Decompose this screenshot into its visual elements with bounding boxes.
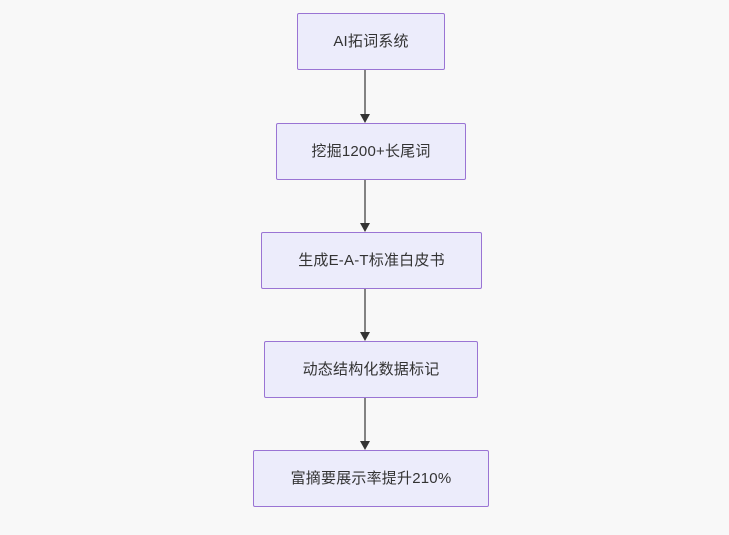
flowchart-node-3[interactable]: 生成E-A-T标准白皮书 (261, 232, 482, 289)
connector-arrow-4 (359, 398, 371, 450)
flowchart-node-5[interactable]: 富摘要展示率提升210% (253, 450, 489, 507)
flowchart-node-label: 挖掘1200+长尾词 (311, 143, 431, 160)
flowchart-node-2[interactable]: 挖掘1200+长尾词 (276, 123, 466, 180)
connector-arrow-1 (359, 70, 371, 123)
arrow-line-icon (360, 289, 370, 341)
flowchart-node-label: 富摘要展示率提升210% (290, 470, 452, 487)
flowchart-node-label: AI拓词系统 (333, 33, 409, 50)
arrow-line-icon (360, 180, 370, 232)
arrow-line-icon (360, 70, 370, 123)
flowchart-node-4[interactable]: 动态结构化数据标记 (264, 341, 478, 398)
flowchart-node-label: 生成E-A-T标准白皮书 (298, 252, 445, 269)
flowchart-node-label: 动态结构化数据标记 (302, 361, 440, 378)
arrow-line-icon (360, 398, 370, 450)
connector-arrow-2 (359, 180, 371, 232)
flowchart-node-1[interactable]: AI拓词系统 (297, 13, 445, 70)
connector-arrow-3 (359, 289, 371, 341)
